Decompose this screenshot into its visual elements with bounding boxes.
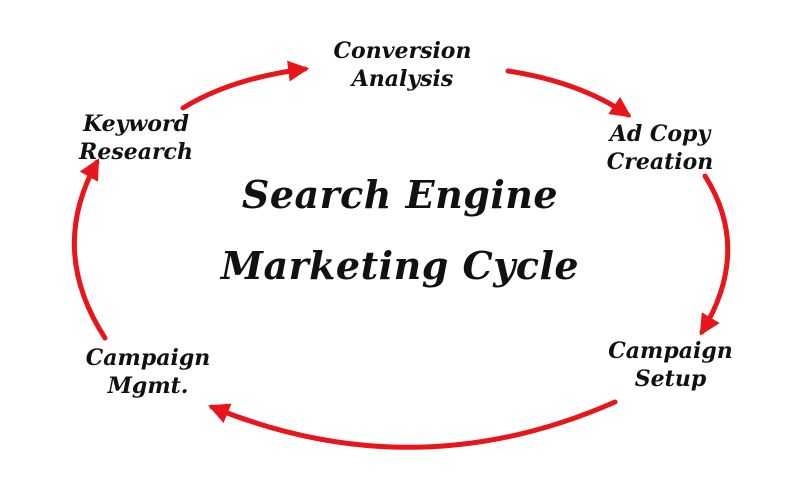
stage-label-line2: Setup <box>634 366 707 392</box>
stage-label-line1: Keyword <box>82 111 189 137</box>
stage-campaign-setup: Campaign Setup <box>578 337 763 393</box>
stage-label-line1: Ad Copy <box>609 121 711 147</box>
stage-ad-copy-creation: Ad Copy Creation <box>580 120 740 176</box>
stage-campaign-mgmt: Campaign Mgmt. <box>58 344 238 400</box>
arrow-adcopy-to-setup <box>699 173 731 336</box>
stage-label-line1: Campaign <box>608 338 733 364</box>
stage-label-line1: Conversion <box>333 38 472 64</box>
stage-label-line2: Creation <box>606 149 714 175</box>
arrow-setup-to-mgmt <box>208 399 618 450</box>
stage-label-line1: Campaign <box>85 345 211 371</box>
diagram-title-line2: Marketing Cycle <box>220 243 580 288</box>
arrow-keyword-to-conversion <box>180 60 310 111</box>
arrow-conversion-to-adcopy <box>505 68 632 118</box>
diagram-title-line1: Search Engine <box>241 172 559 217</box>
arrow-mgmt-to-keyword <box>71 158 108 341</box>
stage-label-line2: Analysis <box>351 66 454 92</box>
stage-label-line2: Mgmt. <box>107 373 189 399</box>
stage-conversion-analysis: Conversion Analysis <box>300 37 505 93</box>
stage-keyword-research: Keyword Research <box>52 110 220 166</box>
stage-label-line2: Research <box>79 139 193 165</box>
